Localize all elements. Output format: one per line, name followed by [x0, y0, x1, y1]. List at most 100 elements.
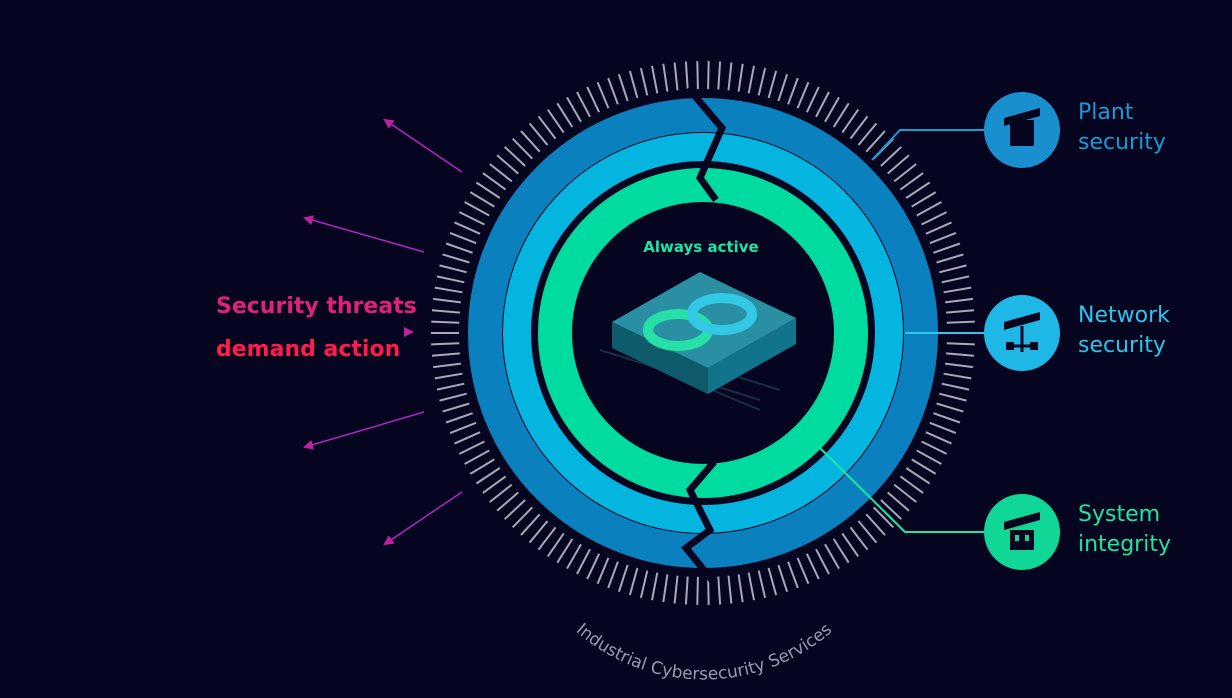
tick-mark — [576, 548, 591, 575]
tick-mark — [628, 567, 639, 596]
tick-mark — [865, 130, 886, 153]
tick-ring — [431, 61, 975, 605]
tick-mark — [431, 309, 460, 314]
tick-mark — [436, 382, 465, 391]
tick-mark — [469, 458, 495, 475]
system-icon — [984, 494, 1060, 570]
tick-mark — [880, 146, 902, 167]
tick-mark — [805, 86, 820, 113]
tick-mark — [707, 61, 710, 90]
tick-mark — [941, 275, 970, 284]
tick-mark — [805, 553, 820, 580]
tick-mark — [727, 575, 733, 604]
tick-mark — [905, 181, 931, 199]
tick-mark — [432, 297, 462, 304]
threat-lines — [20, 118, 463, 546]
tick-mark — [747, 65, 755, 94]
tick-mark — [596, 81, 610, 109]
tick-mark — [824, 96, 840, 123]
tick-mark — [439, 392, 467, 402]
tick-mark — [617, 564, 629, 593]
tick-mark — [737, 574, 744, 603]
tick-mark — [464, 201, 490, 217]
ring-caption-path: Industrial Cybersecurity Services — [572, 620, 836, 685]
tick-mark — [434, 372, 463, 380]
tick-mark — [449, 231, 477, 245]
layer-plant-line1: Plant — [1078, 100, 1134, 125]
center-label: Always active — [643, 238, 758, 256]
tick-mark — [528, 520, 549, 544]
tick-mark — [929, 421, 957, 435]
tick-mark — [475, 467, 501, 485]
tick-mark — [727, 62, 733, 91]
layer-network-label: Network security — [1078, 301, 1228, 361]
tick-mark — [489, 483, 513, 503]
tick-mark — [946, 309, 975, 314]
center-chip — [599, 272, 796, 411]
layer-network-line2: security — [1078, 333, 1166, 358]
tick-mark — [464, 449, 490, 465]
tick-mark — [454, 431, 481, 445]
tick-mark — [787, 77, 799, 105]
tick-mark — [887, 154, 910, 175]
tick-mark — [787, 561, 799, 589]
tick-mark — [639, 67, 649, 96]
tick-mark — [586, 86, 601, 113]
tick-mark — [639, 570, 649, 599]
tick-mark — [662, 574, 669, 603]
tick-mark — [887, 491, 910, 512]
tick-mark — [431, 342, 460, 346]
tick-mark — [916, 449, 942, 465]
tick-mark — [944, 297, 974, 304]
tick-mark — [431, 320, 460, 324]
tick-mark — [434, 286, 463, 294]
tick-mark — [849, 526, 869, 551]
tick-mark — [673, 575, 679, 604]
tick-mark — [777, 73, 789, 102]
ring-seam-top — [685, 85, 727, 203]
tick-mark — [796, 81, 810, 109]
tick-mark — [628, 70, 639, 99]
tick-mark — [943, 372, 972, 380]
tick-mark — [651, 65, 659, 94]
tick-mark — [607, 561, 619, 589]
tick-mark — [849, 115, 869, 140]
tick-mark — [737, 63, 744, 92]
tick-mark — [504, 146, 526, 167]
tick-mark — [586, 553, 601, 580]
tick-mark — [757, 67, 767, 96]
layer-plant-label: Plant security — [1078, 98, 1228, 158]
plant-icon — [984, 92, 1060, 168]
tick-mark — [458, 211, 485, 226]
layer-network-line1: Network — [1078, 303, 1170, 328]
tick-mark — [929, 231, 957, 245]
tick-mark — [717, 61, 722, 90]
tick-mark — [546, 109, 565, 134]
tick-mark — [899, 475, 924, 494]
tick-mark — [439, 264, 467, 274]
ring-caption: Industrial Cybersecurity Services — [572, 620, 836, 685]
tick-mark — [511, 506, 534, 528]
tick-mark — [872, 506, 895, 528]
tick-mark — [496, 491, 519, 512]
layer-plant-line2: security — [1078, 130, 1166, 155]
tick-mark — [607, 77, 619, 105]
tick-mark — [815, 548, 830, 575]
tick-mark — [696, 61, 699, 90]
tick-mark — [925, 431, 952, 445]
tick-mark — [442, 402, 470, 413]
threat-deflect-4 — [303, 411, 425, 450]
ring-seam-bottom — [680, 459, 717, 583]
tick-mark — [767, 70, 778, 99]
tick-mark — [520, 513, 541, 536]
tick-mark — [556, 538, 574, 564]
tick-mark — [520, 130, 541, 153]
tick-mark — [777, 564, 789, 593]
tick-mark — [824, 543, 840, 570]
tick-mark — [747, 572, 755, 601]
tick-mark — [696, 576, 699, 605]
layer-system-line2: integrity — [1078, 532, 1171, 557]
tick-mark — [936, 253, 964, 264]
tick-mark — [431, 352, 460, 357]
tick-mark — [911, 191, 937, 208]
